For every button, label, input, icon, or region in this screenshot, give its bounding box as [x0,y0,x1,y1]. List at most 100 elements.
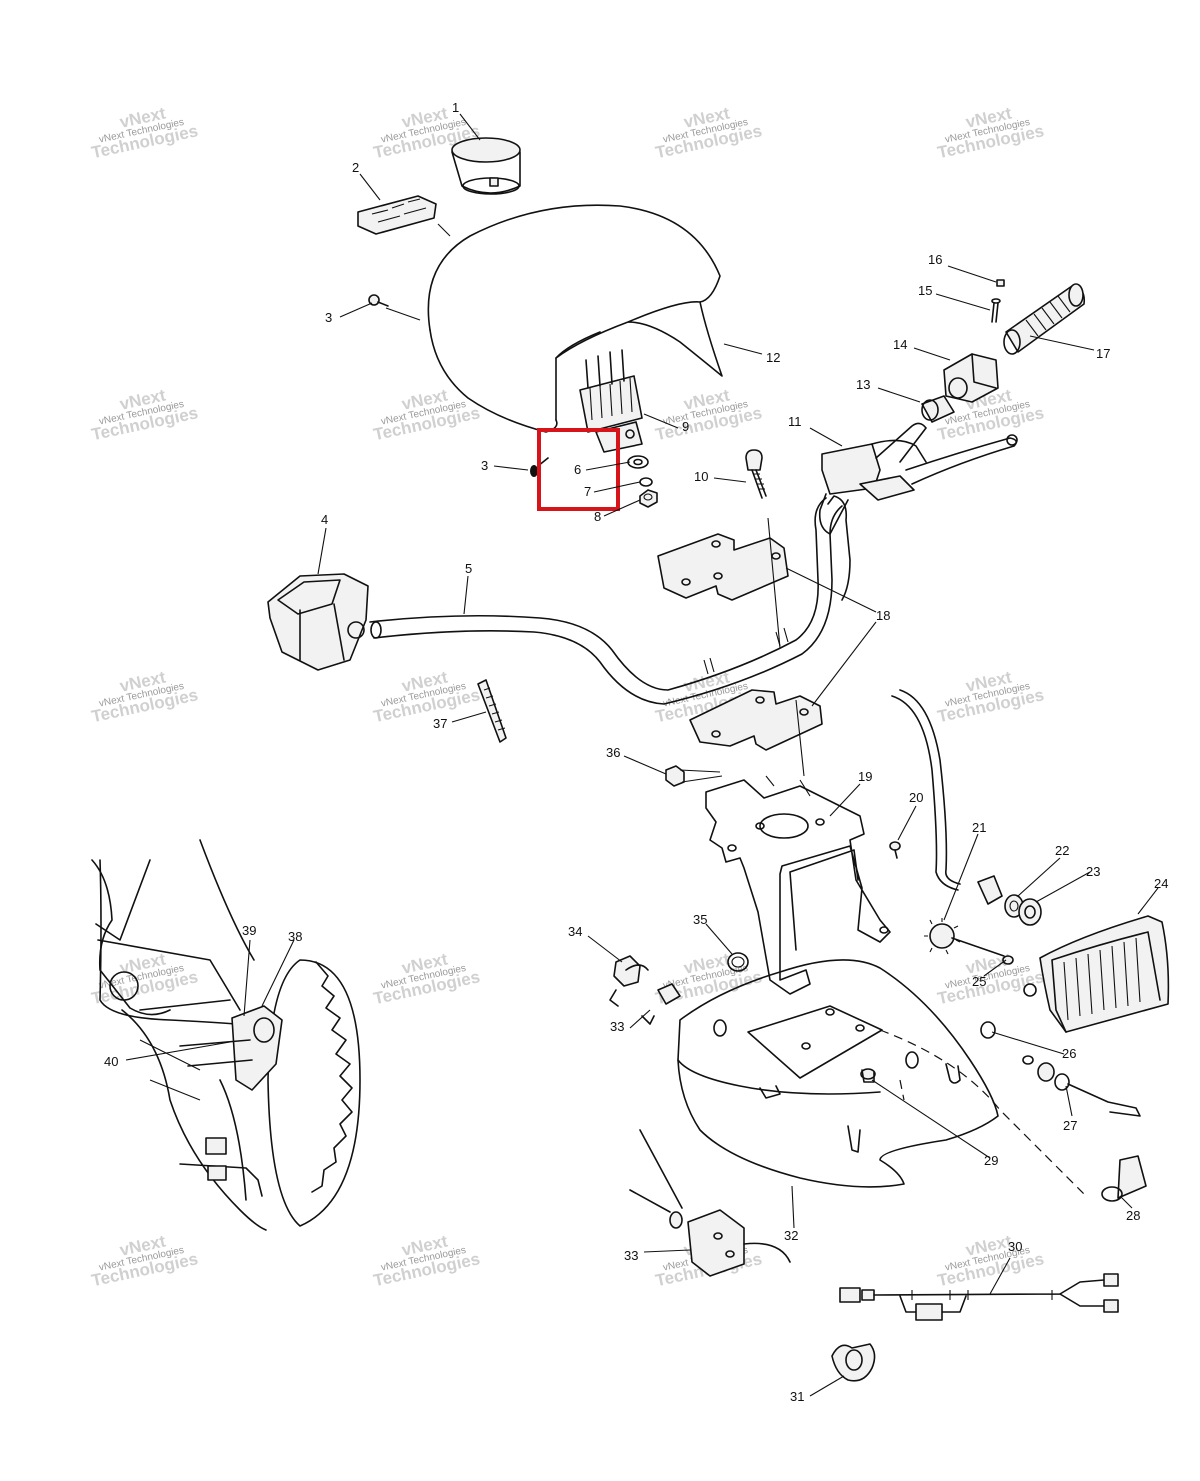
part-15-screw [991,298,1001,323]
part-31-clamp [831,1343,876,1382]
part-18-clamp-lower [689,689,823,751]
callout-39: 39 [242,923,256,938]
callout-15: 15 [918,283,932,298]
part-2-switch-plate [357,195,437,235]
part-16-cap [996,279,1005,287]
callout-36: 36 [606,745,620,760]
part-35-bezel-ring [727,952,749,972]
part-11-master-cylinder [818,422,1018,535]
part-30-wiring-harness [839,1273,1119,1321]
part-3-screw-upper [368,294,389,307]
part-36-clip [665,765,723,787]
part-33-key-switch [629,1129,791,1277]
callout-11: 11 [788,414,802,429]
callout-6: 6 [574,462,581,477]
callout-21: 21 [972,820,986,835]
part-28-rubber-boot [1101,1155,1147,1202]
highlight-box [537,428,620,511]
part-1-gauge-cup [451,137,521,195]
part-37-cable-tie [477,679,507,743]
inset-brake-assembly [91,839,361,1231]
callout-13: 13 [856,377,870,392]
callout-34: 34 [568,924,582,939]
part-32-lower-cowl [677,959,1087,1197]
callout-14: 14 [893,337,907,352]
callout-38: 38 [288,929,302,944]
callout-19: 19 [858,769,872,784]
callout-33-lower: 33 [624,1248,638,1263]
part-8-nut [639,489,658,508]
callout-35: 35 [693,912,707,927]
callout-16: 16 [928,252,942,267]
callout-8: 8 [594,509,601,524]
callout-1: 1 [452,100,459,115]
callout-20: 20 [909,790,923,805]
part-13-spacer [921,395,955,423]
callout-26: 26 [1062,1046,1076,1061]
callout-3-upper: 3 [325,310,332,325]
callout-12: 12 [766,350,780,365]
callout-27: 27 [1063,1118,1077,1133]
part-27-switch [1022,1055,1141,1117]
callout-9: 9 [682,419,689,434]
part-6-washer [627,455,649,469]
callout-5: 5 [465,561,472,576]
callout-29: 29 [984,1153,998,1168]
callout-25: 25 [972,974,986,989]
callout-24: 24 [1154,876,1168,891]
callout-33-upper: 33 [610,1019,624,1034]
part-7-lock-washer [639,477,653,487]
callout-30: 30 [1008,1239,1022,1254]
part-4-left-control-housing [267,573,369,671]
part-25-adjuster-gear [924,918,1014,965]
bracket-33-upper [609,989,655,1025]
callout-28: 28 [1126,1208,1140,1223]
part-24-headlamp [1023,915,1170,1033]
part-17-grip [1003,283,1086,355]
part-10-bolt [745,449,767,499]
callout-numbers: 1 2 3 3 4 5 6 7 8 9 10 11 12 13 14 15 16… [104,100,1168,1404]
callout-4: 4 [321,512,328,527]
callout-2: 2 [352,160,359,175]
callout-23: 23 [1086,864,1100,879]
callout-3-lower: 3 [481,458,488,473]
callout-32: 32 [784,1228,798,1243]
part-20-screw [889,841,901,859]
callout-37: 37 [433,716,447,731]
callout-22: 22 [1055,843,1069,858]
part-34-ignition-switch [613,955,681,1005]
part-12-headlight-pod [427,204,723,433]
part-21-wire-harness [891,689,1003,905]
part-5-handlebar [369,495,851,705]
callout-10: 10 [694,469,708,484]
callout-18: 18 [876,608,890,623]
part-18-clamp-upper [657,533,789,601]
part-29-grommet [860,1068,876,1083]
callout-40: 40 [104,1054,118,1069]
part-19-support-bracket [705,779,891,995]
callout-7: 7 [584,484,591,499]
callout-17: 17 [1096,346,1110,361]
part-14-throttle-housing [943,353,999,403]
part-9-mount-bracket [579,349,643,453]
callout-31: 31 [790,1389,804,1404]
leader-lines [125,113,1159,1397]
part-23-bulb-socket [1018,898,1042,926]
part-26-ring [980,1021,996,1039]
